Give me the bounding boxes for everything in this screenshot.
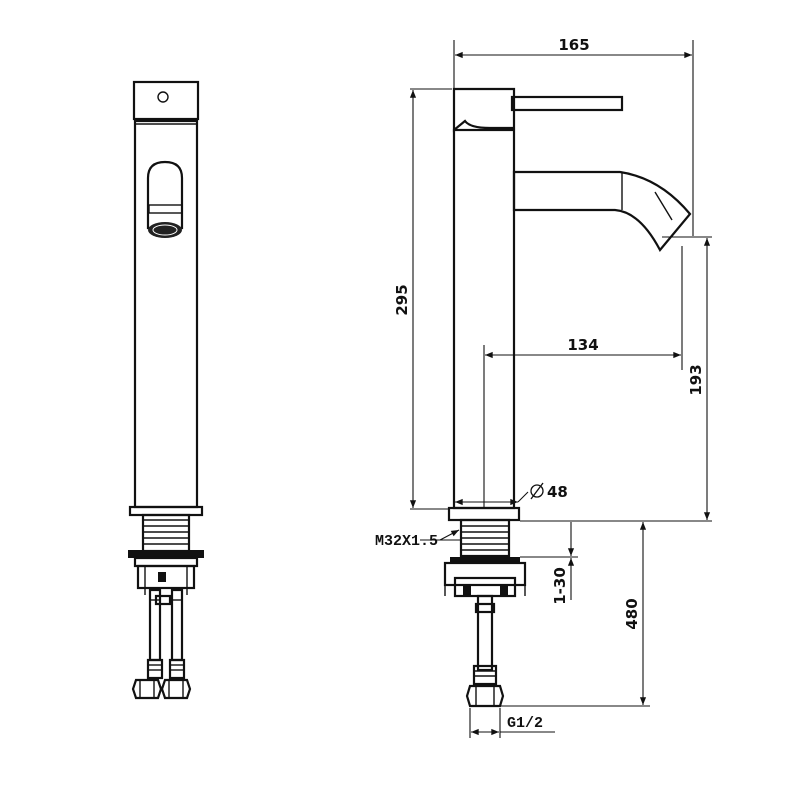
svg-text:48: 48 — [547, 483, 568, 501]
side-view — [443, 87, 692, 708]
dim-thread: M32X1.5 — [375, 533, 438, 550]
front-handle-pin — [157, 91, 169, 103]
dim-overall-height: 295 — [393, 284, 411, 315]
side-threaded-shank — [459, 518, 511, 558]
dim-hose-length: 480 — [623, 598, 641, 629]
dim-deck-thickness: 1-30 — [551, 567, 569, 605]
dim-spout-reach: 134 — [567, 336, 598, 354]
front-hex-nut-right — [160, 678, 192, 700]
front-threaded-shank — [141, 513, 191, 553]
side-supply-hose — [476, 594, 494, 672]
front-handle-cap — [132, 80, 200, 121]
front-view — [128, 80, 204, 700]
front-hex-nut-left — [131, 678, 163, 700]
dim-base-diameter: 48 — [530, 482, 568, 501]
front-supply-hoses — [146, 588, 186, 680]
side-handle-body — [452, 87, 516, 133]
side-spout — [512, 170, 692, 252]
side-hex-connector — [465, 684, 505, 708]
dimension-lines — [409, 40, 712, 738]
front-base — [128, 505, 204, 517]
diameter-symbol-icon — [530, 484, 544, 498]
front-body — [133, 119, 199, 509]
side-base — [447, 506, 521, 522]
dim-connection: G1/2 — [507, 715, 543, 732]
dim-overall-reach: 165 — [558, 36, 589, 54]
front-spout-outlet — [146, 160, 184, 230]
dim-outlet-height: 193 — [687, 364, 705, 395]
front-washer — [128, 550, 204, 558]
front-nut — [136, 564, 196, 590]
side-bracket — [443, 561, 527, 587]
side-lever — [510, 95, 624, 112]
side-washer — [450, 557, 520, 563]
